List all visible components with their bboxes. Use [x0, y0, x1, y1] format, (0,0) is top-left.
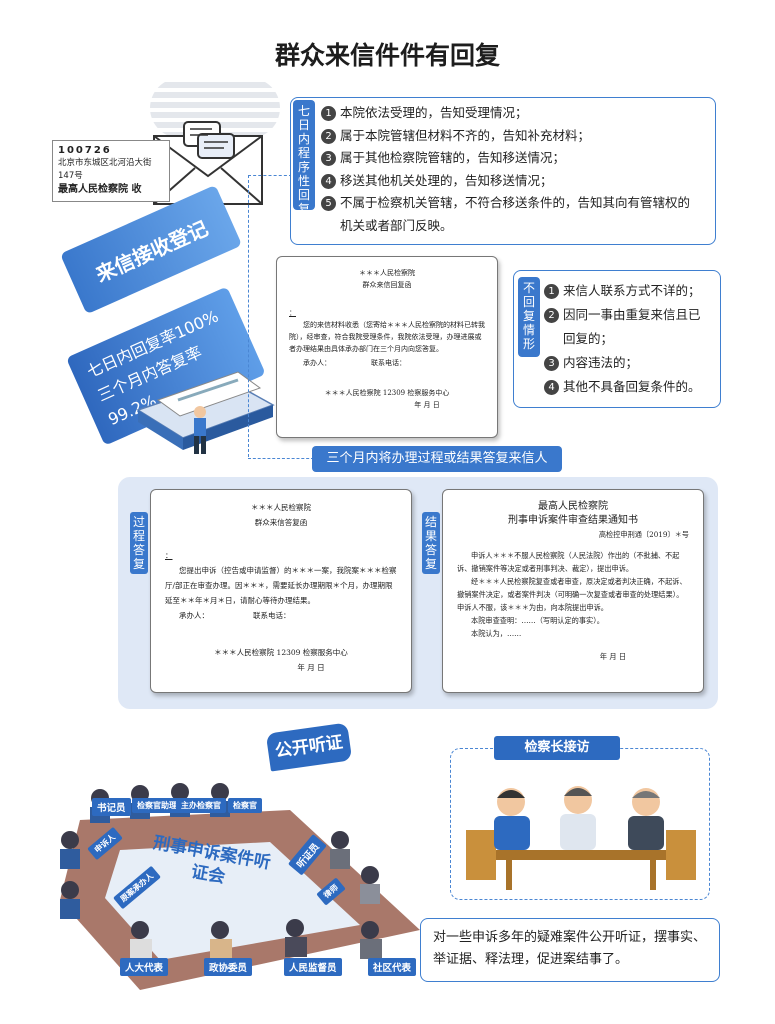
doc-body: 您的来信材料收悉（您寄给＊＊＊人民检察院的材料已转我院），经审查，符合我院受理条…	[289, 321, 485, 353]
list-item: 3 属于其他检察院管辖的，告知移送情况；	[321, 147, 711, 170]
result-reply-document: 最高人民检察院 刑事申诉案件审查结果通知书 高检控申刑通〔2019〕＊号 申诉人…	[442, 489, 704, 693]
list-item: 1 本院依法受理的，告知受理情况；	[321, 102, 711, 125]
hearing-caption: 对一些申诉多年的疑难案件公开听证，摆事实、举证据、释法理，促进案结事了。	[420, 918, 720, 982]
doc-handler: 承办人：	[303, 359, 331, 367]
number-badge: 4	[544, 380, 559, 395]
list-item-text: 本院依法受理的，告知受理情况；	[340, 105, 528, 120]
address-card: 100726 北京市东城区北河沿大街147号 最高人民检察院 收	[52, 140, 170, 202]
doc-body: 本院审查查明：……（写明认定的事实）。	[471, 616, 604, 625]
list-item: 机关或者部门反映。	[321, 215, 711, 238]
recipient-line: 最高人民检察院 收	[58, 184, 142, 195]
number-badge: 3	[544, 356, 559, 371]
number-badge: 2	[321, 128, 336, 144]
hearing-tag: 人民监督员	[284, 958, 342, 976]
doc-body: 经＊＊＊人民检察院复查或者审查，原决定或者判决正确，不起诉、撤销案件决定，或者案…	[457, 577, 687, 612]
list-item-text: 其他不具备回复条件的。	[563, 379, 701, 394]
list-item-text: 属于本院管辖但材料不齐的，告知补充材料；	[340, 127, 591, 143]
doc-title: 群众来信回复函	[362, 281, 412, 289]
visit-meeting-illustration	[466, 786, 696, 890]
number-badge: 3	[321, 151, 336, 166]
doc-addressee: ：	[289, 309, 296, 317]
hearing-tag: 政协委员	[204, 958, 253, 976]
address-line: 北京市东城区北河沿大街147号	[58, 158, 152, 181]
doc-date: 年 月 日	[599, 652, 627, 661]
list-item-text: 属于其他检察院管辖的，告知移送情况；	[340, 150, 566, 165]
doc-title: 群众来信答复函	[254, 518, 308, 527]
hearing-tag: 检察官助理	[132, 798, 182, 813]
list-item-text: 来信人联系方式不详的；	[563, 283, 701, 298]
hearing-tag: 主办检察官	[176, 798, 226, 813]
doc-body: 您提出申诉（控告或申请监督）的＊＊＊一案，我院案＊＊＊检察厅/部正在审查办理。因…	[165, 566, 397, 605]
no-reply-list: 1 来信人联系方式不详的； 2 因同一事由重复来信且已 回复的； 3 内容违法的； 4…	[544, 279, 720, 399]
list-item: 2 因同一事由重复来信且已	[544, 303, 720, 327]
list-item-text: 回复的；	[563, 331, 614, 346]
list-item: 4 其他不具备回复条件的。	[544, 375, 720, 399]
number-badge: 1	[321, 106, 336, 121]
connector-line	[248, 175, 292, 176]
number-badge: 1	[544, 284, 559, 299]
page-title: 群众来信件件有回复	[274, 41, 500, 70]
doc-date: 年 月 日	[414, 401, 440, 409]
list-item-text: 机关或者部门反映。	[340, 217, 453, 233]
doc-org: 最高人民检察院	[538, 501, 608, 512]
three-month-pill: 三个月内将办理过程或结果答复来信人	[312, 446, 562, 472]
doc-date: 年 月 日	[297, 663, 325, 672]
doc-addressee: ：	[165, 551, 173, 560]
seven-day-label: 七日内程序性回复	[293, 100, 315, 216]
connector-line	[248, 175, 249, 457]
list-item: 5 不属于检察机关管辖，不符合移送条件的，告知其向有管辖权的	[321, 192, 711, 215]
doc-org: ＊＊＊人民检察院	[251, 503, 311, 512]
number-badge: 4	[321, 173, 336, 189]
list-item-text: 移送其他机关处理的，告知移送情况；	[340, 172, 553, 188]
process-reply-label: 过程答复	[130, 512, 148, 574]
doc-footer: ＊＊＊人民检察院 12309 检察服务中心	[324, 389, 450, 397]
receive-banner-text: 来信接收登记	[91, 215, 212, 287]
doc-contact: 承办人： 联系电话：	[165, 608, 397, 623]
no-reply-label: 不回复情形	[518, 277, 540, 357]
list-item-text: 内容违法的；	[563, 355, 639, 370]
result-reply-label: 结果答复	[422, 512, 440, 574]
doc-contact: 承办人： 联系电话：	[289, 357, 485, 369]
no-reply-box: 不回复情形 1 来信人联系方式不详的； 2 因同一事由重复来信且已 回复的； 3 内容…	[513, 270, 721, 408]
doc-phone: 联系电话：	[253, 611, 291, 620]
public-hearing-bubble: 公开听证	[265, 722, 353, 772]
document-stack-illustration	[136, 371, 275, 454]
hearing-tag: 人大代表	[120, 958, 169, 976]
doc-footer: ＊＊＊人民检察院 12309 检察服务中心	[214, 648, 348, 657]
doc-phone: 联系电话：	[371, 359, 406, 367]
hearing-tag: 书记员	[92, 798, 131, 816]
list-item: 回复的；	[544, 327, 720, 351]
doc-body: 申诉人＊＊＊不服人民检察院（人民法院）作出的（不批捕、不起诉、撤销案件等决定或者…	[457, 551, 680, 573]
hearing-tag: 社区代表	[368, 958, 417, 976]
number-badge: 2	[544, 308, 559, 323]
hearing-tag: 检察官	[228, 798, 262, 813]
doc-number: 高检控申刑通〔2019〕＊号	[598, 530, 689, 539]
doc-org: ＊＊＊人民检察院	[359, 269, 415, 277]
envelope-icon	[153, 121, 263, 205]
list-item-text: 因同一事由重复来信且已	[563, 307, 701, 322]
connector-line	[248, 458, 314, 459]
postcode: 100726	[58, 145, 112, 156]
receipt-letter-document: ＊＊＊人民检察院 群众来信回复函 ： 您的来信材料收悉（您寄给＊＊＊人民检察院的…	[276, 256, 498, 438]
doc-handler: 承办人：	[179, 611, 209, 620]
doc-title: 刑事申诉案件审查结果通知书	[508, 515, 638, 526]
list-item: 3 内容违法的；	[544, 351, 720, 375]
doc-body: 本院认为，……	[471, 629, 522, 638]
visit-label: 检察长接访	[494, 736, 620, 760]
list-item: 1 来信人联系方式不详的；	[544, 279, 720, 303]
number-badge: 5	[321, 196, 336, 211]
list-item-text: 不属于检察机关管辖，不符合移送条件的，告知其向有管辖权的	[340, 195, 691, 210]
process-reply-document: ＊＊＊人民检察院 群众来信答复函 ： 您提出申诉（控告或申请监督）的＊＊＊一案，…	[150, 489, 412, 693]
